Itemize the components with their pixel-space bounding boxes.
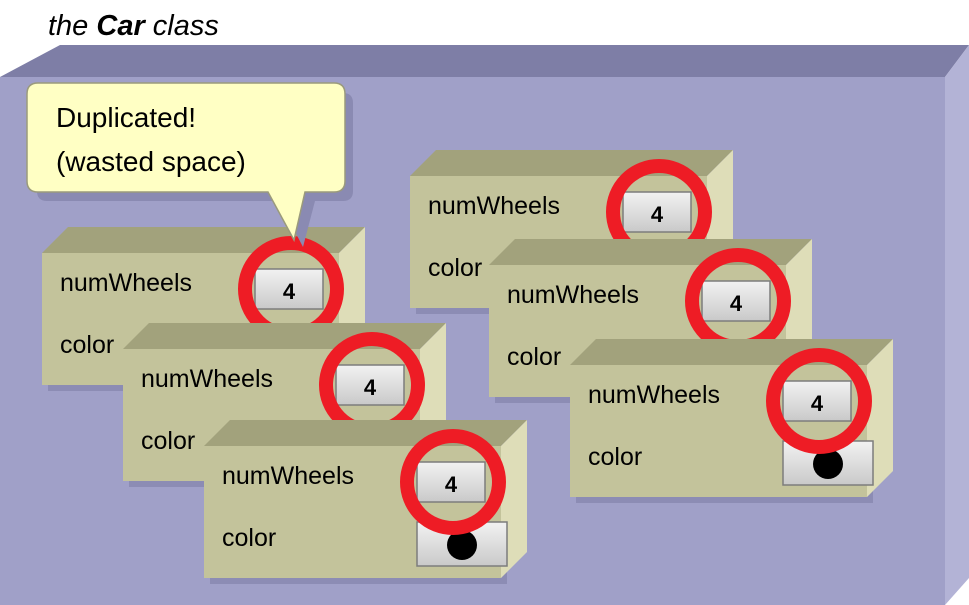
callout-line-1: Duplicated!: [56, 102, 196, 133]
num-wheels-field: [782, 380, 852, 422]
title-emphasis: Car: [96, 10, 145, 42]
container-side-face: [945, 45, 969, 605]
callout-line-2: (wasted space): [56, 146, 246, 177]
num-wheels-label: numWheels: [60, 269, 192, 297]
car-object-5: numWheels color 4: [570, 339, 893, 503]
num-wheels-label: numWheels: [141, 365, 273, 393]
num-wheels-value: 4: [283, 279, 296, 304]
color-dot-icon: [447, 530, 477, 560]
num-wheels-value: 4: [445, 472, 458, 497]
num-wheels-field: [701, 280, 771, 322]
page-title: the Car class: [48, 6, 219, 46]
title-suffix: class: [144, 10, 219, 42]
title-prefix: the: [48, 10, 97, 42]
color-label: color: [507, 343, 561, 371]
car-objects: numWheels color 4 numWheels color 4 numWheels c…: [42, 150, 893, 584]
car-object-6: numWheels color 4: [204, 420, 527, 584]
container-top-face: [0, 45, 969, 77]
highlight-ring: [766, 348, 872, 454]
color-label: color: [222, 524, 276, 552]
num-wheels-value: 4: [811, 391, 824, 416]
highlight-ring: [400, 429, 506, 535]
num-wheels-label: numWheels: [588, 381, 720, 409]
num-wheels-field: [335, 364, 405, 406]
num-wheels-field: [622, 191, 692, 233]
color-label: color: [60, 331, 114, 359]
num-wheels-label: numWheels: [222, 462, 354, 490]
color-label: color: [141, 427, 195, 455]
num-wheels-value: 4: [364, 375, 377, 400]
num-wheels-field: [416, 461, 486, 503]
color-label: color: [428, 254, 482, 282]
duplicated-callout: Duplicated! (wasted space): [26, 82, 353, 247]
num-wheels-value: 4: [651, 202, 664, 227]
num-wheels-field: [254, 268, 324, 310]
num-wheels-label: numWheels: [428, 192, 560, 220]
num-wheels-label: numWheels: [507, 281, 639, 309]
callout-bubble: [26, 82, 346, 243]
color-dot-icon: [813, 449, 843, 479]
num-wheels-value: 4: [730, 291, 743, 316]
color-label: color: [588, 443, 642, 471]
